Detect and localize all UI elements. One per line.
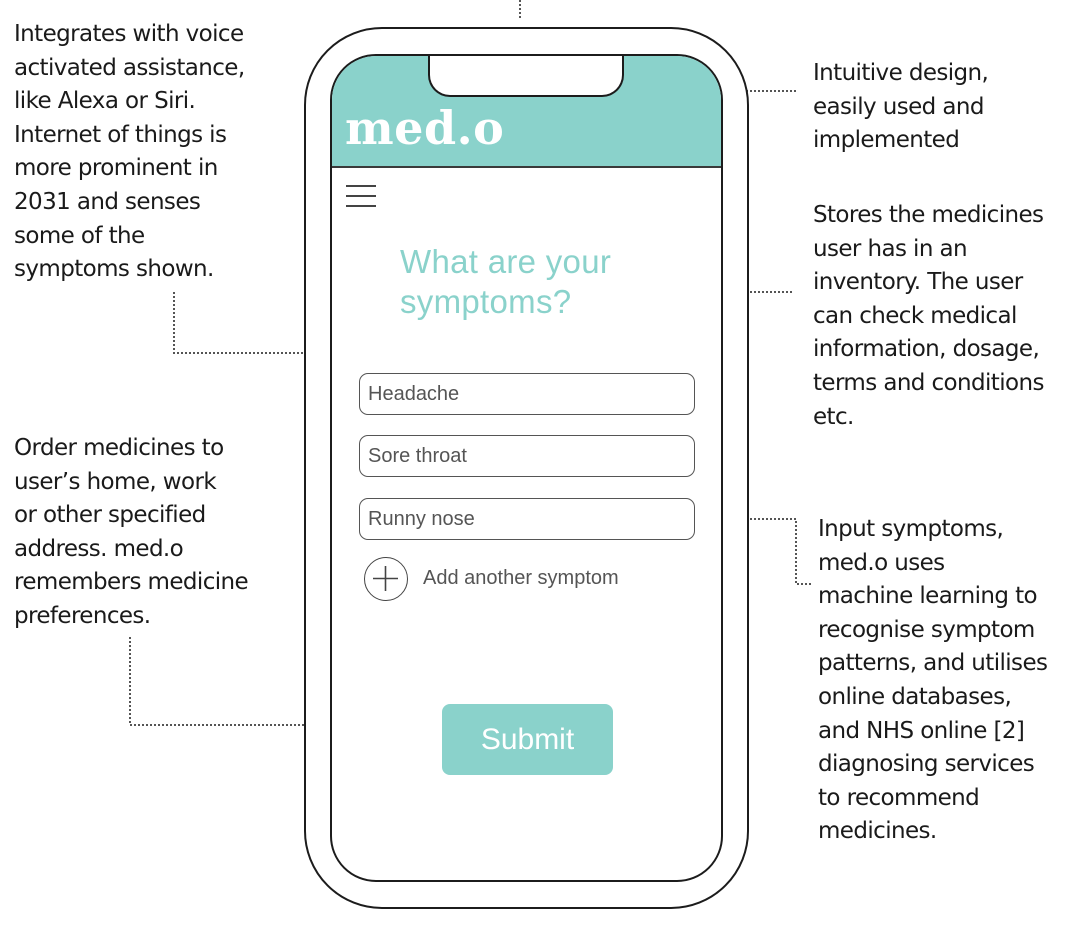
symptom-field-1[interactable] (359, 373, 695, 415)
order-connector-line (129, 637, 310, 726)
annotation-inventory: Stores the medicines user has in an inve… (813, 202, 1044, 430)
voice-connector-line (173, 292, 310, 354)
page-title: What are your symptoms? (400, 243, 612, 320)
annotation-input-symptoms: Input symptoms, med.o uses machine learn… (818, 516, 1048, 845)
symptom-field-3[interactable] (359, 498, 695, 540)
plus-circle-icon (364, 557, 408, 601)
annotation-intuitive-design: Intuitive design, easily used and implem… (813, 60, 989, 154)
add-symptom-button[interactable]: Add another symptom (364, 557, 664, 601)
app-logo: med.o (345, 101, 505, 155)
annotation-order-medicines: Order medicines to user’s home, work or … (14, 435, 249, 629)
phone-screen: med.o What are your symptoms? Add anothe… (330, 54, 723, 882)
phone-notch (428, 56, 624, 97)
annotation-voice-assistance: Integrates with voice activated assistan… (14, 21, 245, 283)
add-symptom-label: Add another symptom (423, 567, 619, 589)
app-header: med.o (332, 56, 721, 168)
submit-button[interactable]: Submit (442, 704, 613, 775)
hamburger-menu-icon[interactable] (346, 185, 378, 209)
symptom-field-2[interactable] (359, 435, 695, 477)
